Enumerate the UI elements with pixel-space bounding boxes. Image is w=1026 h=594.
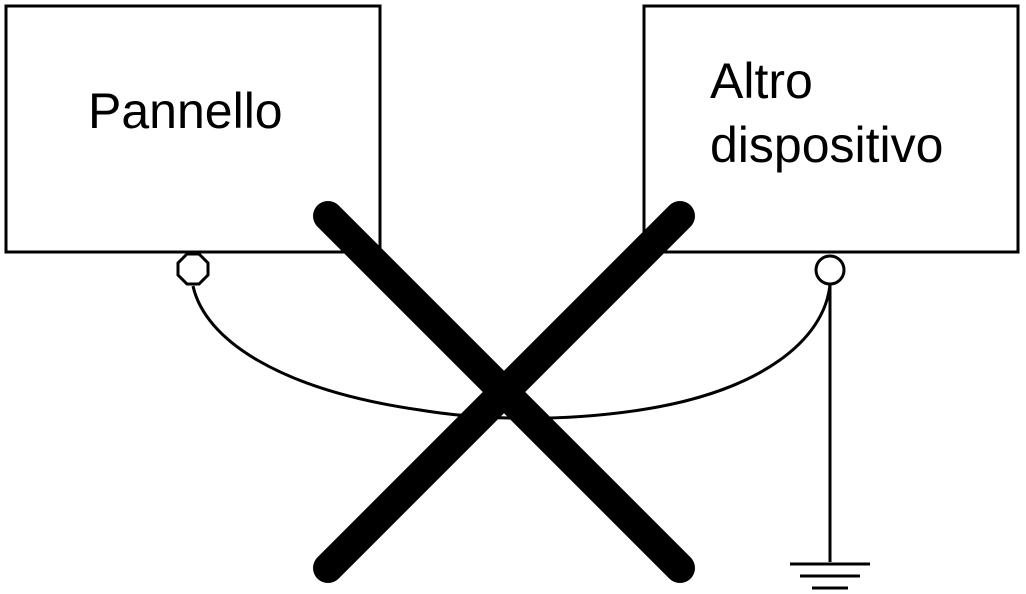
x-mark-icon: [313, 201, 695, 583]
ground-icon: [790, 562, 870, 590]
other-device-label-line1: Altro: [710, 53, 813, 109]
panel-box: Pannello: [4, 4, 382, 254]
other-device-box: Altro dispositivo: [642, 4, 1020, 254]
other-device-terminal-icon: [814, 254, 846, 286]
panel-terminal-icon: [176, 252, 210, 286]
other-device-label-line2: dispositivo: [710, 117, 943, 173]
panel-label: Pannello: [88, 83, 283, 139]
other-device-box-frame: [642, 4, 1020, 254]
